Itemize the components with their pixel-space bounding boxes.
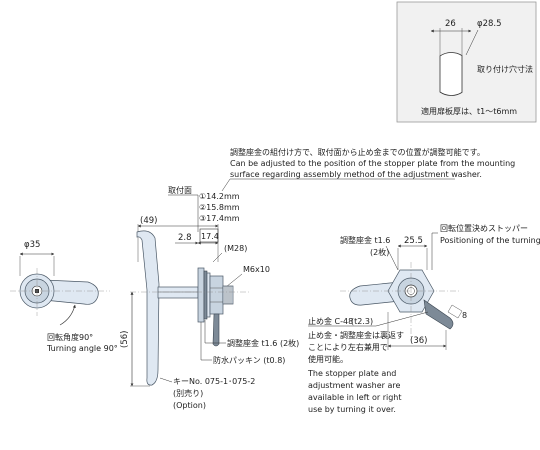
front-angle-en: Turning angle 90° bbox=[46, 344, 118, 353]
rear-view: 回転位置決めストッパー Positioning of the turning 調… bbox=[307, 223, 540, 414]
cut-dia-label: φ28.5 bbox=[477, 19, 502, 29]
rear-note-en-3: available in left or right bbox=[308, 393, 402, 402]
cut-width-label: 26 bbox=[445, 19, 456, 29]
rear-stopper-plate bbox=[423, 299, 454, 330]
rear-note-en-4: use by turning it over. bbox=[308, 405, 396, 414]
side-key-line-2: (別売り) bbox=[173, 388, 203, 398]
mount-face-group: 取付面 ①14.2mm ②15.8mm ③17.4mm bbox=[168, 185, 240, 232]
side-flange bbox=[197, 267, 205, 323]
rear-note-jp-1: 止め金・調整座金は裏返す bbox=[308, 330, 404, 340]
mount-option-3: ③17.4mm bbox=[199, 214, 240, 223]
thickness-note: 適用扉板厚は、t1～t6mm bbox=[421, 106, 517, 116]
rear-stopper-plate-label: 止め金 C-48 bbox=[308, 316, 353, 326]
side-dim-56: (56) bbox=[120, 331, 130, 348]
mount-option-2: ②15.8mm bbox=[199, 203, 240, 212]
side-dim-17-4: 17.4 bbox=[201, 232, 219, 241]
rear-lever bbox=[349, 281, 401, 306]
side-dim-49: (49) bbox=[140, 216, 157, 226]
side-nut bbox=[209, 275, 224, 315]
side-thread-m28: (M28) bbox=[224, 244, 247, 253]
side-packing-label: 防水パッキン (t0.8) bbox=[213, 355, 285, 365]
mount-face-label: 取付面 bbox=[168, 185, 192, 195]
side-shaft bbox=[157, 286, 199, 299]
front-angle-jp: 回転角度90° bbox=[47, 332, 93, 342]
side-stopper-plate bbox=[212, 313, 220, 347]
top-note-en-1: Can be adjusted to the position of the s… bbox=[230, 159, 515, 168]
rear-stopper-jp: 回転位置決めストッパー bbox=[440, 223, 528, 233]
top-note-en-2: surface regarding assembly method of the… bbox=[230, 170, 482, 179]
cutout-shape bbox=[439, 52, 463, 96]
front-view: φ35 回転角度90° Turning angle 90° bbox=[10, 240, 118, 353]
side-thread-m6: M6x10 bbox=[243, 265, 270, 274]
top-note: 調整座金の組付け方で、取付面から止め金までの位置が調整可能です。 Can be … bbox=[221, 147, 515, 192]
front-dia-label: φ35 bbox=[24, 240, 40, 250]
side-dim-2-8: 2.8 bbox=[178, 233, 192, 243]
rear-note-en-2: adjustment washer are bbox=[308, 381, 400, 390]
rear-stopper-plate-t: (t2.3) bbox=[351, 317, 373, 326]
front-lever bbox=[43, 279, 99, 305]
rear-note-jp-3: 使用可能。 bbox=[308, 354, 348, 364]
rear-washer-count: (2枚) bbox=[370, 247, 389, 257]
side-washer-label: 調整座金 t1.6 (2枚) bbox=[227, 338, 299, 348]
panel-cut-box: 26 φ28.5 取り付け穴寸法 適用扉板厚は、t1～t6mm bbox=[396, 1, 537, 123]
side-key-line-1: キーNo. 075-1･075-2 bbox=[173, 377, 255, 386]
top-note-jp: 調整座金の組付け方で、取付面から止め金までの位置が調整可能です。 bbox=[230, 147, 485, 157]
side-key-line-3: (Option) bbox=[173, 401, 206, 410]
rear-dim-8: 8 bbox=[462, 311, 467, 320]
rear-note-en-1: The stopper plate and bbox=[307, 369, 396, 378]
rear-stopper-en: Positioning of the turning bbox=[440, 236, 540, 245]
side-view: (49) 2.8 17.4 (M28) M6x10 bbox=[120, 216, 299, 410]
rear-dim-25-5: 25.5 bbox=[404, 236, 423, 246]
rear-note-jp-2: ことにより左右兼用で bbox=[308, 342, 388, 352]
rear-dim-36: (36) bbox=[410, 336, 427, 346]
cut-title: 取り付け穴寸法 bbox=[477, 64, 533, 74]
mount-option-1: ①14.2mm bbox=[199, 192, 240, 201]
side-t-handle bbox=[136, 230, 160, 386]
rear-washer-label: 調整座金 t1.6 bbox=[340, 235, 390, 245]
